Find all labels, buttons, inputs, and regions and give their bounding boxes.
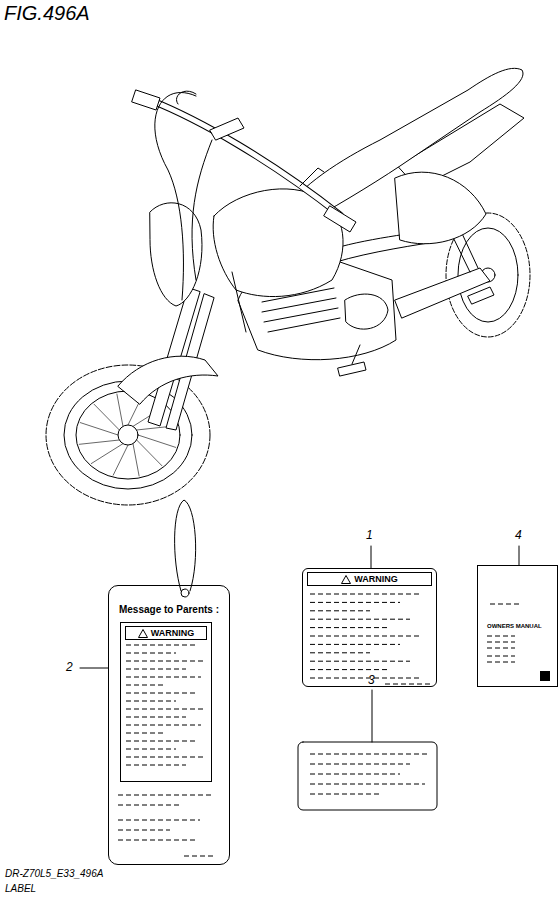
figure-title: FIG.496A [4,2,90,24]
tag-string [175,500,196,591]
placeholder-line [487,642,515,643]
placeholder-line [310,764,410,765]
handlebar [150,100,340,215]
node-text: OWNERS MANUAL [487,623,542,630]
figure-subtitle: LABEL [5,883,36,894]
placeholder-line [126,669,186,670]
warning-band: WARNING [307,572,432,586]
placeholder-line [118,840,195,841]
placeholder-line [490,604,520,605]
engine-cover [345,294,388,329]
placeholder-line [487,662,515,663]
grip [324,206,356,232]
placeholder-line [310,754,430,755]
number-plate [150,203,202,306]
placeholder-line [310,627,390,628]
placeholder-line [126,661,206,662]
placeholder-line [487,648,515,649]
placeholder-line [310,669,390,670]
placeholder-line [310,644,400,645]
placeholder-line [487,636,515,637]
cable [192,140,212,280]
side-number-plate [395,172,486,244]
placeholder-line [126,733,166,734]
placeholder-line [310,661,410,662]
down-tube [232,272,246,332]
placeholder-line [385,684,430,685]
placeholder-line [118,795,214,796]
owners-manual: OWNERS MANUAL [477,565,558,687]
brake-pedal [338,345,366,376]
cable [155,92,196,300]
spoke [138,435,176,447]
front-tire-inner [64,381,192,489]
spoke [94,404,119,430]
warning-triangle [341,575,351,584]
node-text: Message to Parents : [109,604,229,615]
placeholder-line [118,830,170,831]
placeholder-line [118,805,180,806]
figure-caption: DR-Z70L5_E33_496A [5,868,103,879]
leader-line [80,546,519,742]
spoke [91,444,123,464]
placeholder-line [310,594,420,595]
placeholder-line [310,636,420,637]
spoke [133,444,139,476]
front-hub [118,425,138,445]
spoke [113,445,128,475]
warning-triangle [138,629,148,638]
spoke [137,440,162,466]
spoke [80,423,118,435]
placeholder-line [310,652,370,653]
placeholder-line [126,725,201,726]
placeholder-line [126,685,166,686]
placeholder-line [126,765,186,766]
brand-logo [540,671,550,681]
warning-heading: WARNING [354,575,398,584]
placeholder-line [126,677,201,678]
handlebar-fill [150,100,340,215]
grip [132,90,160,110]
placeholder-line [126,653,176,654]
placeholder-line [310,774,400,775]
callout-number: 3 [368,674,375,687]
spoke [79,440,119,444]
placeholder-line [118,820,200,821]
hang-tag: Message to Parents : WARNING [108,585,230,865]
placeholder-line [126,645,196,646]
placeholder-line [310,678,420,679]
placeholder-line [310,610,370,611]
warning-label: WARNING [302,568,437,687]
warning-band: WARNING [125,626,207,640]
placeholder-line [487,656,515,657]
placeholder-line [126,757,206,758]
warning-heading: WARNING [151,629,195,638]
placeholder-line [310,784,425,785]
lever [176,91,324,186]
caution-label [298,742,437,810]
placeholder-line [126,741,196,742]
placeholder-line [126,693,196,694]
footpeg [468,287,494,304]
placeholder-line [310,794,380,795]
front-fender [118,356,218,404]
callout-number: 4 [515,529,522,542]
warning-panel: WARNING [120,622,212,782]
tag-hole [181,589,189,597]
spoke [117,394,123,426]
placeholder-line [126,701,176,702]
handlebar-clamp [210,118,244,140]
placeholder-line [310,619,410,620]
placeholder-line [310,602,400,603]
placeholder-line [126,749,176,750]
callout-number: 1 [366,529,373,542]
placeholder-line [126,717,186,718]
placeholder-line [184,856,214,857]
placeholder-line [126,709,206,710]
callout-number: 2 [66,661,73,674]
